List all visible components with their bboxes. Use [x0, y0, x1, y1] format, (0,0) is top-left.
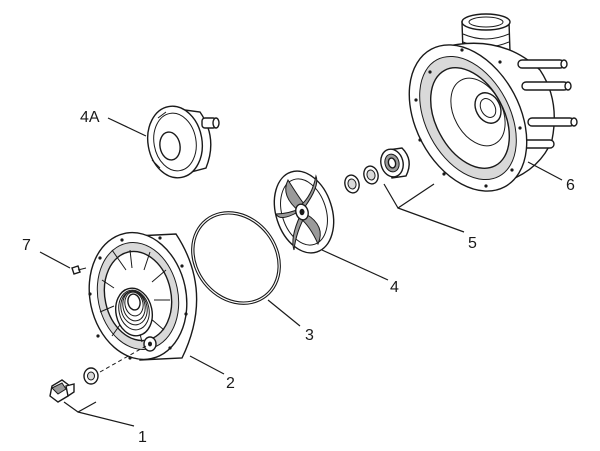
callout-3: 3	[305, 327, 314, 344]
callout-labels: 1 2 3 4 4A 5 6 7	[22, 109, 575, 446]
callout-4a: 4A	[80, 109, 100, 126]
callout-6: 6	[566, 177, 575, 194]
impeller	[273, 170, 335, 254]
callout-2: 2	[226, 375, 235, 392]
o-ring	[191, 211, 281, 305]
diffuser	[146, 105, 220, 179]
pump-housing	[408, 13, 578, 192]
screw	[71, 265, 87, 275]
callout-4: 4	[390, 279, 399, 296]
threaded-hub	[114, 287, 154, 337]
drain-plug-assembly	[49, 345, 147, 403]
callout-7: 7	[22, 237, 31, 254]
callout-5: 5	[468, 235, 477, 252]
callout-1: 1	[138, 429, 147, 446]
seal-plate-bolt-holes	[88, 236, 188, 360]
housing-bolt-holes	[414, 48, 522, 188]
seal-assembly	[344, 147, 410, 194]
seal-plate	[88, 231, 198, 361]
leader-lines	[39, 117, 563, 427]
